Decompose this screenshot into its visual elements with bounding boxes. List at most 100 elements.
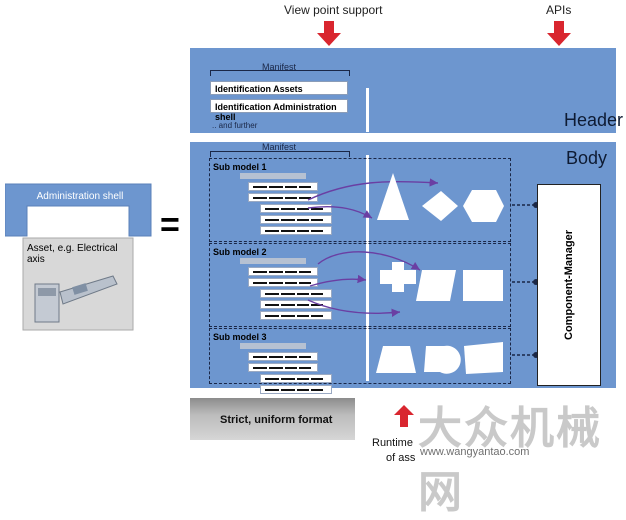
property-dash [311, 293, 323, 295]
equals-sign: = [160, 206, 180, 244]
property-dash [281, 230, 295, 232]
property-dash [297, 304, 309, 306]
property-dash [281, 378, 295, 380]
property-dash [299, 197, 311, 199]
property-dash [265, 378, 279, 380]
sub-model-2-label: Sub model 2 [213, 247, 267, 257]
body-label: Body [566, 148, 608, 168]
property-dash [311, 208, 323, 210]
administration-shell-illustration [5, 183, 152, 331]
property-dash [265, 315, 279, 317]
property-dash [269, 186, 283, 188]
property-row [248, 352, 318, 361]
property-dash [285, 197, 297, 199]
property-dash [311, 378, 323, 380]
property-dash [253, 186, 267, 188]
apis-arrow-icon [547, 21, 571, 46]
property-row [260, 300, 332, 309]
property-row [248, 278, 318, 287]
administration-shell-title: Administration shell [36, 191, 124, 202]
property-dash [269, 367, 283, 369]
property-dash [299, 367, 311, 369]
apis-label: APIs [546, 3, 572, 17]
property-dash [297, 315, 309, 317]
sub-model-gray-bar [240, 258, 306, 264]
cross-shape [380, 262, 416, 292]
header-manifest-bracket [210, 70, 350, 76]
property-dash [253, 282, 267, 284]
property-row [248, 267, 318, 276]
header-manifest-label: Manifest [261, 62, 296, 72]
body-manifest-bracket [210, 151, 350, 157]
identification-assets-box: Identification Assets [210, 81, 348, 95]
component-manager-label: Component-Manager [563, 230, 575, 340]
property-dash [281, 304, 295, 306]
property-dash [253, 271, 267, 273]
property-dash [311, 304, 323, 306]
identification-shell-text: Identification Administration shell [215, 102, 337, 122]
property-dash [311, 219, 323, 221]
property-row [248, 193, 318, 202]
sub-model-1-label: Sub model 1 [213, 162, 267, 172]
identification-shell-box: Identification Administration shell [210, 99, 348, 122]
connector-arrow-3 [317, 251, 421, 271]
runtime-label: Runtime [372, 437, 413, 449]
property-dash [297, 230, 309, 232]
triangle-shape [377, 173, 409, 220]
property-dash [269, 356, 283, 358]
property-row [260, 289, 332, 298]
property-dash [299, 282, 311, 284]
property-dash [311, 230, 323, 232]
connectors-and-shapes [307, 173, 504, 374]
header-body-separator [190, 133, 616, 142]
property-dash [253, 356, 267, 358]
property-dash [281, 389, 295, 391]
property-dash [281, 315, 295, 317]
connector-arrow-5 [307, 299, 401, 318]
identification-assets-text: Identification Assets [215, 84, 303, 94]
asset-label: Asset, e.g. Electrical axis [27, 243, 118, 265]
diamond-shape [422, 191, 458, 221]
property-dash [297, 219, 309, 221]
property-row [260, 374, 332, 383]
sub-model-2-box: Sub model 2 [209, 243, 511, 327]
property-dash [311, 389, 323, 391]
property-row [260, 385, 332, 394]
property-dash [269, 271, 283, 273]
view-point-arrow-icon [317, 21, 341, 46]
property-row [260, 215, 332, 224]
property-dash [299, 356, 311, 358]
property-dash [269, 197, 283, 199]
connector-arrow-4 [309, 274, 367, 287]
sub-model-3-label: Sub model 3 [213, 332, 267, 342]
property-dash [285, 282, 297, 284]
property-row [260, 311, 332, 320]
sub-model-gray-bar [240, 173, 306, 179]
sub-model-3-box: Sub model 3 [209, 328, 511, 384]
strict-format-box: Strict, uniform format [190, 398, 355, 440]
property-dash [299, 186, 311, 188]
property-row [260, 204, 332, 213]
component-manager-box: Component-Manager [537, 184, 601, 386]
sub-model-gray-bar [240, 343, 306, 349]
runtime-arrow-icon [394, 405, 414, 427]
property-dash [265, 389, 279, 391]
connector-arrow-1 [307, 178, 439, 201]
header-divider [366, 88, 369, 132]
parallelogram-shape [416, 270, 456, 301]
property-dash [269, 282, 283, 284]
body-manifest-label: Manifest [261, 142, 296, 152]
property-dash [265, 230, 279, 232]
rounded-shape [424, 345, 461, 374]
property-row [248, 182, 318, 191]
property-dash [297, 389, 309, 391]
property-dash [281, 293, 295, 295]
property-dash [285, 367, 297, 369]
header-label: Header [564, 110, 624, 130]
component-manager-links [512, 202, 539, 358]
property-dash [281, 208, 295, 210]
connector-arrow-2 [307, 206, 373, 219]
strict-format-label: Strict, uniform format [220, 414, 333, 426]
property-dash [285, 271, 297, 273]
quad-shape [464, 342, 503, 374]
